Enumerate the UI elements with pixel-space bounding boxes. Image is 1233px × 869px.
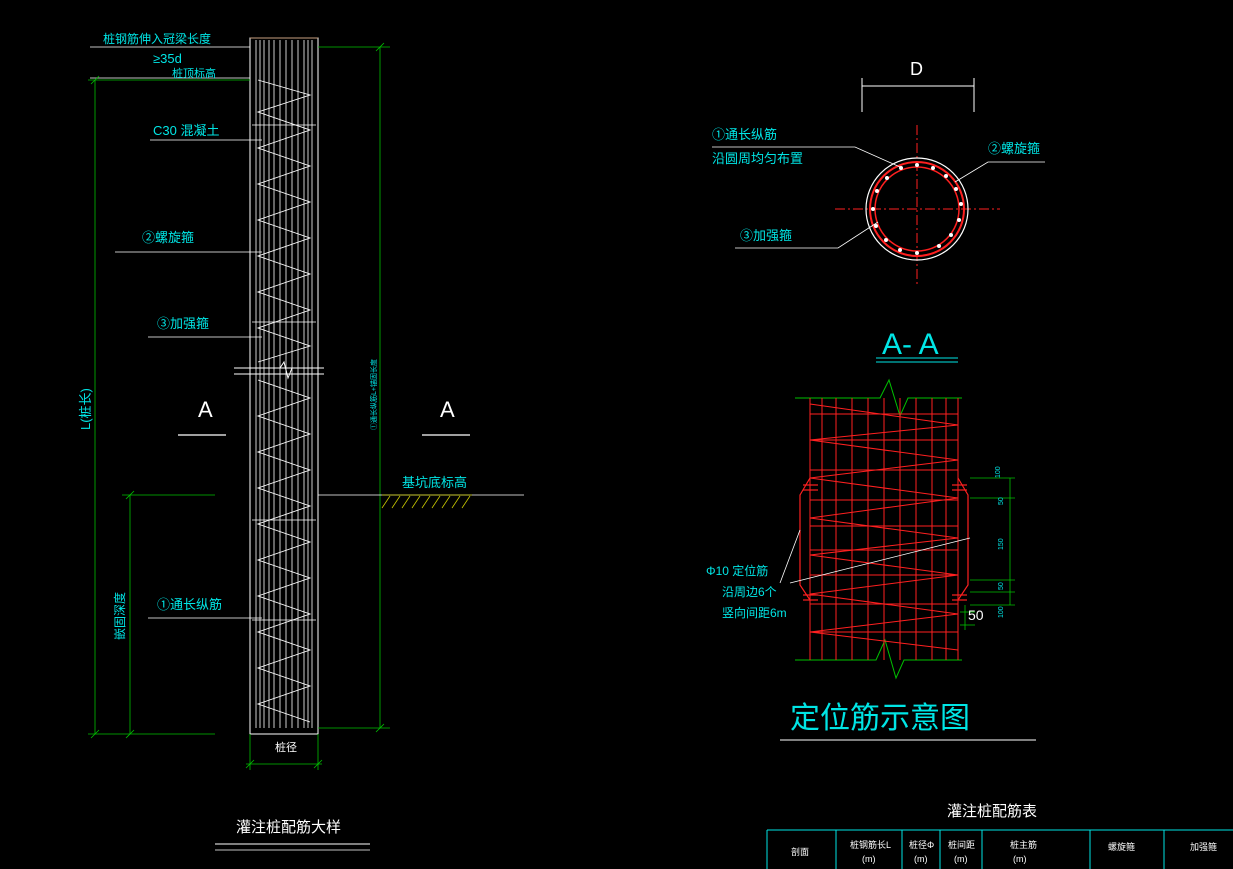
table-header-length: 桩钢筋长L [850,839,891,850]
diameter-dimension [245,734,323,770]
cross-section: D [712,59,1045,363]
section-marker-right: A [440,397,455,422]
label-top-elev: 桩顶标高 [172,66,216,80]
label-spacer2: 沿周边6个 [722,585,777,599]
spacer-spiral [809,403,959,651]
table-header-spacing: 桩间距 [948,839,975,850]
schedule-title: 灌注桩配筋表 [947,803,1037,820]
label-top-length: 桩钢筋伸入冠梁长度 [103,31,211,46]
label-cs-spiral: ②螺旋箍 [988,141,1040,156]
table-header-main-bar-unit: (m) [1013,854,1027,864]
rebar-length-dimension [318,42,390,733]
schedule-table: 灌注桩配筋表 剖面 桩钢筋长L (m) 桩径Φ (m) 桩间距 (m) 桩主筋 … [766,803,1233,869]
label-cs-long1: ①通长纵筋 [712,127,777,142]
table-header-section: 剖面 [791,846,809,857]
dim-50-label: 50 [968,607,984,623]
spiral-circle [869,161,965,257]
section-marker-left: A [198,397,213,422]
label-diameter: 桩径 [275,740,297,754]
spacer-detail: Φ10 定位筋 沿周边6个 竖向间距6m 100 50 150 50 100 5… [706,378,1036,741]
break-line [234,360,324,380]
label-longitudinal: ①通长纵筋 [157,597,222,612]
table-header-length-unit: (m) [862,854,876,864]
label-d: D [910,59,923,79]
spacer-dimensions [960,477,1015,630]
label-embed-depth: 嵌固深度 [112,592,127,640]
table-header-spiral: 螺旋箍 [1108,841,1135,852]
label-spiral-hoop: ②螺旋箍 [142,230,194,245]
label-pit-bottom: 基坑底标高 [402,475,467,490]
label-stiffener: ③加强箍 [157,316,209,331]
embed-dimension [122,490,215,739]
pile-detail: 桩钢筋伸入冠梁长度 ≥35d 桩顶标高 C30 混凝土 ②螺旋箍 ③加强箍 ①通… [78,31,524,851]
pile-circle-outer [865,157,969,261]
dim-150: 150 [998,538,1005,550]
dim-100-bottom: 100 [998,606,1005,618]
dim-50-a: 50 [998,497,1005,505]
label-anchor: ≥35d [153,51,182,66]
spiral-hoop-upper [256,79,312,363]
label-concrete: C30 混凝土 [153,123,219,138]
label-cs-long2: 沿圆周均匀布置 [712,151,803,166]
rebar-dots [871,163,963,255]
label-spacer3: 竖向间距6m [722,605,787,620]
pile-length-dimension [88,75,250,739]
spacer-horizontal-bars [810,413,958,633]
table-header-diameter-unit: (m) [914,854,928,864]
dim-50-b: 50 [998,582,1005,590]
table-header-main-bar: 桩主筋 [1010,839,1037,850]
longitudinal-rebars [255,40,313,728]
ground-hatch [381,494,472,509]
spacer-vertical-bars [821,398,947,660]
cross-section-title: A- A [882,328,939,361]
label-cs-stiffener: ③加强箍 [740,228,792,243]
table-header-spacing-unit: (m) [954,854,968,864]
dim-100-top: 100 [995,466,1002,478]
label-spacer1: Φ10 定位筋 [706,563,768,578]
table-header-diameter: 桩径Φ [909,839,934,850]
pile-detail-title: 灌注桩配筋大样 [236,819,341,836]
spacer-detail-title: 定位筋示意图 [790,702,970,735]
spiral-hoop-lower [256,379,312,723]
stiffener-hoops [252,124,316,621]
label-rebar-length: ①通长纵筋L+锚固长度 [369,359,378,430]
label-pile-length: L(桩长) [78,388,93,430]
table-header-stiffener: 加强箍 [1190,841,1217,852]
